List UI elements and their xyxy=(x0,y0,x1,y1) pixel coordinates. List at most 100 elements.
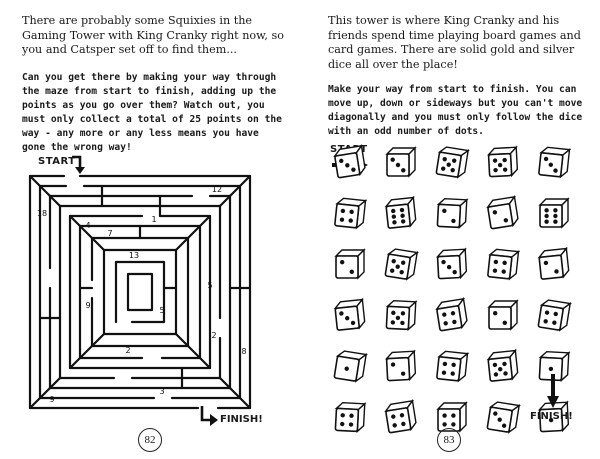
die-pip xyxy=(351,167,356,172)
page-number: 83 xyxy=(437,428,461,452)
die-pip xyxy=(441,166,446,171)
die-r3-c0 xyxy=(333,297,366,331)
die-pip xyxy=(348,422,354,427)
die-pip xyxy=(340,260,345,265)
die-pip xyxy=(548,366,554,372)
die-pip xyxy=(339,311,344,316)
die-pip xyxy=(395,264,400,269)
die-pip xyxy=(450,167,455,173)
maze-number-1: 18 xyxy=(37,209,47,218)
die-pip xyxy=(400,371,406,376)
maze-number-11: 8 xyxy=(241,347,246,356)
left-page: There are probably some Squixies in the … xyxy=(22,14,284,452)
die-r2-c3 xyxy=(487,248,521,281)
die-pip xyxy=(348,218,353,223)
dice-grid xyxy=(328,140,588,434)
dice-finish-label: FINISH! xyxy=(530,411,573,422)
maze-number-10: 2 xyxy=(125,346,130,355)
die-pip xyxy=(544,213,549,219)
right-page: This tower is where King Cranky and his … xyxy=(300,0,600,459)
die-pip xyxy=(442,156,447,162)
die-pip xyxy=(391,214,397,219)
die-pip xyxy=(345,163,350,168)
die-pip xyxy=(548,162,554,167)
die-r1-c2 xyxy=(436,197,469,230)
die-r4-c1 xyxy=(384,349,417,382)
die-pip xyxy=(400,213,405,218)
die-pip xyxy=(400,311,406,316)
maze-number-8: 5 xyxy=(159,306,164,315)
die-pip xyxy=(502,260,507,266)
dice-intro-text: This tower is where King Cranky and his … xyxy=(328,14,581,71)
page-number: 82 xyxy=(138,428,162,452)
die-r0-c0 xyxy=(333,144,366,179)
die-pip xyxy=(492,158,498,163)
die-pip xyxy=(544,219,549,224)
die-pip xyxy=(493,411,498,416)
die-pip xyxy=(543,156,549,162)
die-pip xyxy=(339,217,345,222)
die-r4-c4 xyxy=(538,350,571,383)
die-r5-c3 xyxy=(486,401,521,434)
die-pip xyxy=(497,162,503,168)
die-pip xyxy=(442,422,447,427)
die-pip xyxy=(553,213,558,219)
die-pip xyxy=(502,361,507,367)
die-pip xyxy=(451,218,456,224)
die-pip xyxy=(441,370,447,375)
die-pip xyxy=(392,220,397,225)
die-pip xyxy=(442,312,447,317)
die-r4-c2 xyxy=(436,350,470,383)
die-pip xyxy=(344,366,349,371)
die-pip xyxy=(401,421,406,427)
die-r0-c1 xyxy=(385,146,417,178)
maze-finish-arrow xyxy=(200,406,218,426)
die-pip xyxy=(441,259,446,265)
die-r2-c0 xyxy=(334,248,366,280)
maze-number-5: 13 xyxy=(129,251,139,260)
die-pip xyxy=(392,423,397,428)
maze-finish-label: FINISH! xyxy=(220,414,263,425)
die-r5-c2 xyxy=(436,401,468,433)
die-r1-c3 xyxy=(486,195,519,230)
die-pip xyxy=(350,320,356,326)
die-pip xyxy=(451,413,456,418)
die-pip xyxy=(390,320,396,325)
maze-number-6: 5 xyxy=(207,281,212,290)
maze-number-3: 1 xyxy=(151,215,156,224)
die-pip xyxy=(452,158,457,163)
die-r3-c1 xyxy=(385,299,418,332)
die-pip xyxy=(493,311,498,316)
die-pip xyxy=(552,320,557,325)
die-pip xyxy=(554,269,559,274)
die-r5-c0 xyxy=(334,401,367,434)
die-pip xyxy=(442,361,448,367)
die-pip xyxy=(450,311,456,316)
die-pip xyxy=(492,362,498,368)
die-r2-c2 xyxy=(435,247,468,280)
die-r0-c3 xyxy=(486,145,519,178)
die-pip xyxy=(399,413,405,418)
die-pip xyxy=(492,210,498,215)
die-pip xyxy=(340,413,345,418)
die-pip xyxy=(391,208,396,214)
die-pip xyxy=(391,414,396,419)
die-pip xyxy=(443,321,448,326)
die-pip xyxy=(390,362,396,367)
maze-number-13: 9 xyxy=(49,395,54,404)
die-r0-c2 xyxy=(435,146,470,179)
die-pip xyxy=(400,320,405,326)
die-pip xyxy=(493,372,499,377)
die-pip xyxy=(349,413,354,418)
die-r4-c0 xyxy=(333,350,368,383)
die-pip xyxy=(391,258,396,264)
die-pip xyxy=(501,423,507,428)
die-pip xyxy=(502,157,507,163)
dice-finish-arrow xyxy=(547,374,559,408)
die-pip xyxy=(400,219,406,224)
die-r1-c0 xyxy=(334,197,368,230)
maze-instructions: Can you get there by making your way thr… xyxy=(22,72,282,153)
die-pip xyxy=(401,168,406,173)
maze-number-7: 9 xyxy=(85,301,90,310)
die-pip xyxy=(543,319,548,324)
